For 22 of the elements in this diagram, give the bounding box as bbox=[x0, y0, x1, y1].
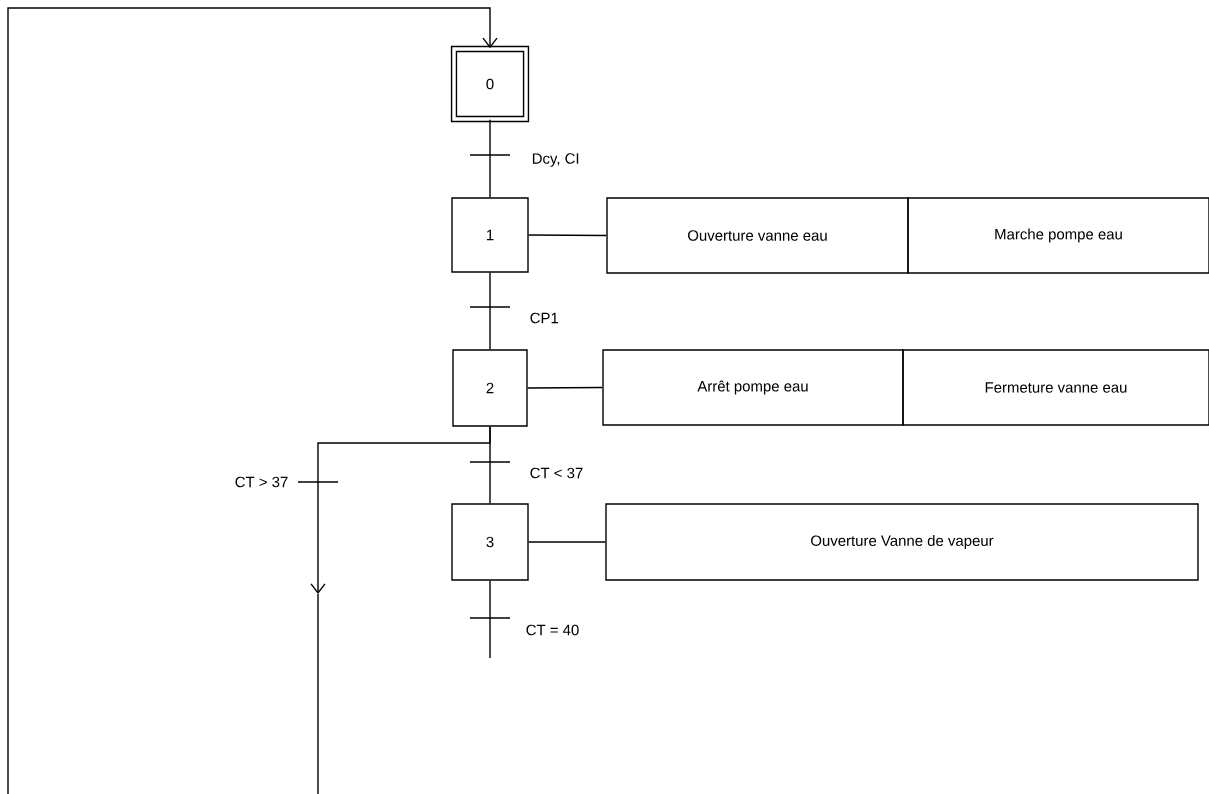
transition-label: CT = 40 bbox=[526, 624, 579, 636]
action-box: Ouverture Vanne de vapeur bbox=[605, 503, 1199, 581]
connector bbox=[489, 119, 491, 198]
step-box: 2 bbox=[452, 349, 528, 427]
step-box: 1 bbox=[451, 197, 529, 273]
action-box: Ouverture vanne eau bbox=[606, 197, 909, 274]
connector bbox=[7, 7, 498, 794]
connector bbox=[489, 272, 491, 350]
transition-label: Dcy, CI bbox=[532, 153, 579, 167]
connector bbox=[489, 580, 491, 659]
transition-label: CT > 37 bbox=[235, 476, 288, 488]
initial-step-box: 0 bbox=[450, 45, 530, 123]
connector bbox=[528, 541, 606, 543]
connector bbox=[527, 386, 603, 389]
connector bbox=[310, 426, 491, 594]
connector bbox=[528, 234, 607, 237]
action-box: Marche pompe eau bbox=[907, 197, 1209, 274]
transition-label: CT < 37 bbox=[530, 467, 583, 479]
transition-label: CP1 bbox=[530, 312, 559, 324]
action-box: Arrêt pompe eau bbox=[602, 349, 904, 426]
step-box: 3 bbox=[451, 503, 529, 581]
action-box: Fermeture vanne eau bbox=[902, 349, 1209, 426]
